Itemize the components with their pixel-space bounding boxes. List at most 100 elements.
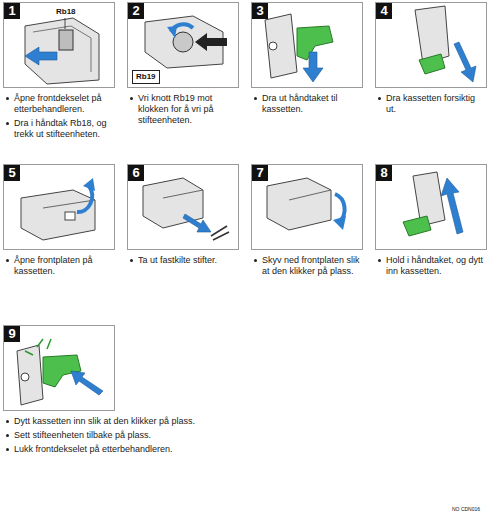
illustration-frame: 4 bbox=[375, 2, 487, 88]
step-illustration bbox=[25, 18, 99, 84]
illustration-frame: 3 bbox=[251, 2, 363, 88]
green-handle bbox=[419, 54, 445, 74]
step-illustration bbox=[21, 178, 95, 240]
caption-list: Åpne frontdekselet på etterbehandleren. D… bbox=[3, 88, 115, 140]
bullet-dot bbox=[6, 434, 9, 437]
step-number: 6 bbox=[132, 165, 139, 181]
step-panel: 3Dra ut håndtaket til kassetten. bbox=[251, 2, 363, 118]
handle bbox=[59, 30, 73, 50]
direction-arrow bbox=[441, 178, 463, 234]
step-number-box: 3 bbox=[252, 3, 268, 19]
cassette bbox=[267, 178, 331, 230]
step-illustration bbox=[403, 172, 463, 236]
caption-text: Hold i håndtaket, og dytt inn kassetten. bbox=[386, 255, 487, 277]
illustration-frame: 9 bbox=[3, 325, 115, 411]
step-illustration bbox=[267, 178, 346, 230]
step-number: 4 bbox=[380, 3, 387, 19]
caption-item: Skyv ned frontplaten slik at den klikker… bbox=[251, 255, 363, 277]
direction-arrow bbox=[183, 214, 211, 232]
caption-list: Hold i håndtaket, og dytt inn kassetten. bbox=[375, 250, 487, 277]
step-number-box: 9 bbox=[4, 326, 20, 342]
bullet-dot bbox=[6, 420, 9, 423]
step-number-box: 1 bbox=[4, 3, 20, 19]
leader-line bbox=[65, 18, 66, 29]
step-illustration bbox=[143, 178, 229, 240]
unit-hole bbox=[269, 42, 277, 50]
bullet-dot bbox=[254, 259, 257, 262]
caption-item: Dytt kassetten inn slik at den klikker p… bbox=[3, 416, 473, 427]
document-code: NO CDN016 bbox=[452, 506, 480, 513]
bullet-dot bbox=[6, 448, 9, 451]
bullet-dot bbox=[378, 259, 381, 262]
step-illustration bbox=[265, 14, 333, 82]
step-panel: 1Åpne frontdekselet på etterbehandleren.… bbox=[3, 2, 115, 143]
finisher-unit bbox=[25, 18, 99, 84]
bullet-dot bbox=[6, 122, 9, 125]
caption-item: Sett stifteenheten tilbake på plass. bbox=[3, 430, 473, 441]
illustration-frame: 7 bbox=[251, 164, 363, 250]
bullet-dot bbox=[6, 259, 9, 262]
caption-item: Hold i håndtaket, og dytt inn kassetten. bbox=[375, 255, 487, 277]
caption-text: Skyv ned frontplaten slik at den klikker… bbox=[262, 255, 363, 277]
step-illustration bbox=[415, 6, 476, 82]
step-panel: 8Hold i håndtaket, og dytt inn kassetten… bbox=[375, 164, 487, 280]
knob bbox=[173, 32, 193, 52]
open-arrow bbox=[77, 186, 92, 212]
bullet-dot bbox=[130, 259, 133, 262]
caption-item: Lukk frontdekselet på etterbehandleren. bbox=[3, 444, 473, 455]
unit-side bbox=[265, 14, 297, 78]
bullet-dot bbox=[6, 97, 9, 100]
caption-item: Åpne frontdekselet på etterbehandleren. bbox=[3, 93, 115, 115]
step-number: 3 bbox=[256, 3, 263, 19]
caption-item: Vri knott Rb19 mot klokken for å vri på … bbox=[127, 93, 239, 126]
front-plate bbox=[65, 212, 75, 220]
caption-item: Åpne frontplaten på kassetten. bbox=[3, 255, 115, 277]
step-panel: 9Dytt kassetten inn slik at den klikker … bbox=[3, 325, 473, 458]
step-number: 8 bbox=[380, 165, 387, 181]
direction-arrow bbox=[25, 47, 57, 65]
illustration-frame: 5 bbox=[3, 164, 115, 250]
bullet-dot bbox=[130, 97, 133, 100]
caption-list: Dra kassetten forsiktig ut. bbox=[375, 88, 487, 115]
step-illustration bbox=[17, 339, 103, 405]
pointer-arrow bbox=[195, 33, 227, 51]
step-number: 2 bbox=[132, 3, 139, 19]
cassette-edge bbox=[163, 190, 203, 198]
step-number-box: 7 bbox=[252, 165, 268, 181]
caption-item: Dra kassetten forsiktig ut. bbox=[375, 93, 487, 115]
bullet-dot bbox=[254, 97, 257, 100]
caption-list: Ta ut fastkilte stifter. bbox=[127, 250, 239, 266]
caption-text: Åpne frontplaten på kassetten. bbox=[14, 255, 115, 277]
caption-list: Skyv ned frontplaten slik at den klikker… bbox=[251, 250, 363, 277]
step-panel: 5Åpne frontplaten på kassetten. bbox=[3, 164, 115, 280]
illustration-frame: 6 bbox=[127, 164, 239, 250]
caption-item: Dra i håndtak Rb18, og trekk ut stifteen… bbox=[3, 118, 115, 140]
step-number-box: 2 bbox=[128, 3, 144, 19]
cassette bbox=[21, 190, 95, 240]
cassette-edge bbox=[289, 190, 331, 200]
caption-text: Sett stifteenheten tilbake på plass. bbox=[14, 430, 151, 441]
direction-arrow bbox=[71, 371, 103, 395]
step-number-box: 6 bbox=[128, 165, 144, 181]
step-number-box: 8 bbox=[376, 165, 392, 181]
bullet-dot bbox=[378, 97, 381, 100]
step-number: 7 bbox=[256, 165, 263, 181]
step-panel: 4Dra kassetten forsiktig ut. bbox=[375, 2, 487, 118]
caption-text: Åpne frontdekselet på etterbehandleren. bbox=[14, 93, 115, 115]
caption-text: Dra ut håndtaket til kassetten. bbox=[262, 93, 363, 115]
part-label: Rb19 bbox=[132, 70, 160, 84]
caption-list: Dra ut håndtaket til kassetten. bbox=[251, 88, 363, 115]
step-panel: 2Vri knott Rb19 mot klokken for å vri på… bbox=[127, 2, 239, 129]
step-number: 5 bbox=[8, 165, 15, 181]
unit-hole bbox=[21, 373, 29, 381]
caption-item: Ta ut fastkilte stifter. bbox=[127, 255, 239, 266]
caption-list: Dytt kassetten inn slik at den klikker p… bbox=[3, 411, 473, 455]
caption-text: Lukk frontdekselet på etterbehandleren. bbox=[14, 444, 173, 455]
step-number-box: 4 bbox=[376, 3, 392, 19]
direction-arrow bbox=[454, 42, 476, 82]
unit-detail bbox=[33, 26, 91, 72]
caption-text: Dytt kassetten inn slik at den klikker p… bbox=[14, 416, 195, 427]
step-illustration bbox=[145, 16, 227, 68]
open-arrow-head bbox=[83, 178, 95, 191]
